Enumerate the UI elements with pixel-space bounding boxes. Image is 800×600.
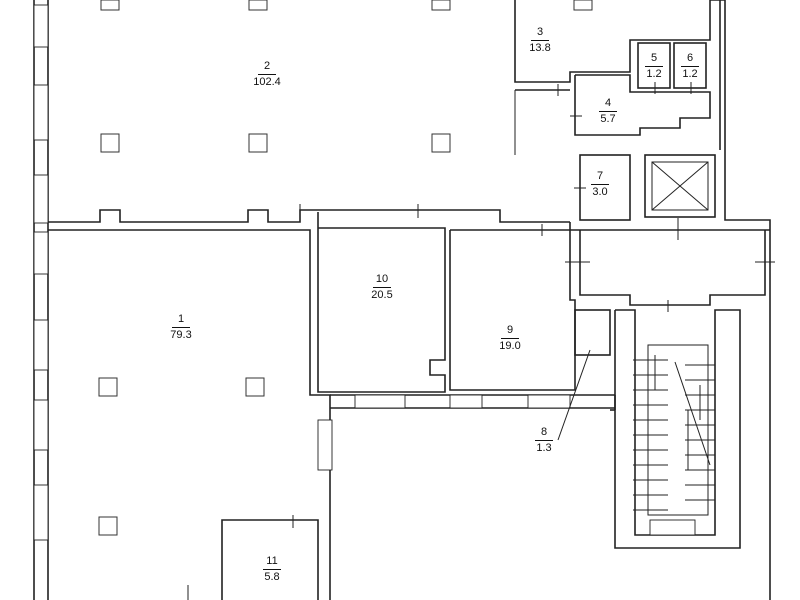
room-area: 19.0 [499, 340, 521, 352]
room-10-walls [317, 212, 446, 393]
room-area: 5.7 [600, 113, 616, 125]
room-8-leader-line [557, 349, 591, 441]
columns [98, 0, 593, 536]
room-area: 1.2 [682, 68, 698, 80]
room-number: 7 [591, 170, 609, 185]
room-label-9: 9 19.0 [490, 324, 530, 353]
elevator-shaft [644, 154, 716, 218]
room-area: 20.5 [371, 289, 393, 301]
room-label-8: 8 1.3 [524, 426, 564, 455]
room-label-2: 2 102.4 [247, 60, 287, 89]
room-label-10: 10 20.5 [362, 273, 402, 302]
room-area: 13.8 [529, 42, 551, 54]
stair-well [614, 309, 741, 549]
east-wall [710, 0, 771, 600]
door-markers [187, 82, 692, 600]
room-number: 5 [645, 52, 663, 67]
room-label-3: 3 13.8 [520, 26, 560, 55]
room-label-11: 11 5.8 [252, 555, 292, 584]
room-number: 6 [681, 52, 699, 67]
room-1-walls [48, 229, 333, 600]
room-area: 3.0 [592, 186, 608, 198]
room-label-4: 4 5.7 [588, 97, 628, 126]
room-area: 1.3 [536, 442, 552, 454]
room-2-walls [48, 209, 570, 223]
room-3-walls [514, 0, 711, 155]
room-9-walls [449, 229, 611, 391]
room-number: 9 [501, 324, 519, 339]
room-label-5: 5 1.2 [634, 52, 674, 81]
corridor-walls [565, 218, 775, 306]
room-label-6: 6 1.2 [670, 52, 710, 81]
room-area: 102.4 [253, 76, 281, 88]
room-number: 11 [263, 555, 281, 570]
west-facade-wall [33, 0, 49, 600]
room-label-7: 7 3.0 [580, 170, 620, 199]
room-area: 1.2 [646, 68, 662, 80]
room-number: 4 [599, 97, 617, 112]
south-partitions [330, 394, 616, 411]
stair-treads [633, 359, 715, 511]
room-11-walls [221, 515, 319, 600]
room-area: 5.8 [264, 571, 280, 583]
room-number: 3 [531, 26, 549, 41]
room-number: 2 [258, 60, 276, 75]
room-4-walls [574, 74, 711, 136]
room-number: 1 [172, 313, 190, 328]
room-area: 79.3 [170, 329, 192, 341]
room-number: 10 [373, 273, 391, 288]
room-label-1: 1 79.3 [161, 313, 201, 342]
rooms-5-6-walls [637, 42, 707, 89]
room-number: 8 [535, 426, 553, 441]
